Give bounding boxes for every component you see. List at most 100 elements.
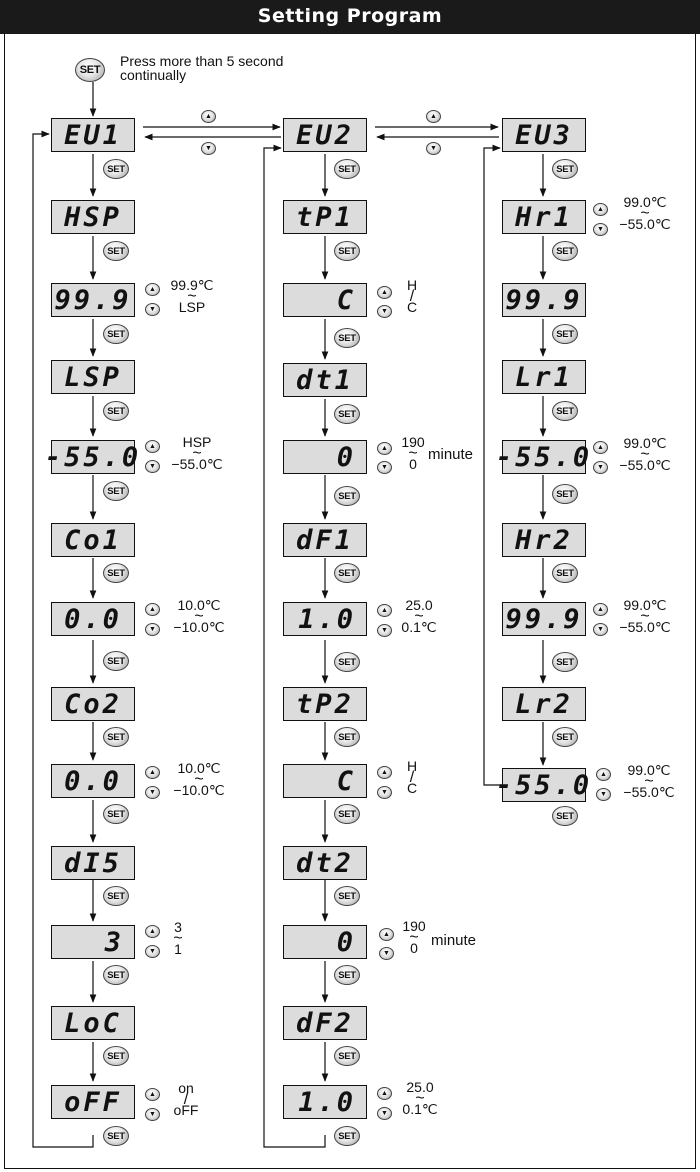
down-arrow-icon: ▼ [145,945,160,958]
down-arrow-icon: ▼ [377,305,392,318]
set-button: SET [334,404,360,424]
start-note-line2: continually [120,67,187,83]
down-arrow-icon: ▼ [377,624,392,637]
set-button: SET [103,727,129,747]
set-button: SET [103,1046,129,1066]
set-button: SET [552,241,578,261]
lcd-ev2: EU2 [283,118,367,152]
range-bottom: −55.0℃ [623,784,675,800]
lcd-dt2: dt2 [283,846,367,880]
lcd-lsp-value: -55.0 [44,440,142,474]
set-button: SET [334,563,360,583]
up-arrow-icon: ▲ [145,283,160,296]
lcd-dt1: dt1 [283,363,367,397]
lcd-ev1: EU1 [51,118,135,152]
range-bottom: 0 [409,456,417,472]
range-separator: ~ [409,929,419,946]
up-arrow-icon: ▲ [596,768,611,781]
lcd-co2-value: 0.0 [51,764,135,798]
range-top: 99.0℃ [623,597,667,613]
lcd-tp1-value: C [283,283,367,317]
lcd-lsp: LSP [51,360,135,394]
down-arrow-icon: ▼ [145,1108,160,1121]
lcd-loc: LoC [51,1006,135,1040]
range-top: 10.0℃ [177,760,221,776]
set-button: SET [552,563,578,583]
lcd-dis: dI5 [51,846,135,880]
range-separator: ~ [415,1090,425,1107]
set-button: SET [552,727,578,747]
range-separator: ~ [194,771,204,788]
range-top: 25.0 [405,597,433,613]
lcd-tp2: tP2 [283,687,367,721]
range-bottom: 0 [410,940,418,956]
down-arrow-icon: ▼ [596,788,611,801]
set-button: SET [334,965,360,985]
range-separator: / [183,1091,189,1108]
lcd-lr2-value: -55.0 [495,768,593,802]
lcd-tp1: tP1 [283,200,367,234]
set-button: SET [103,965,129,985]
down-arrow-icon: ▼ [145,460,160,473]
up-arrow-icon: ▲ [593,203,608,216]
down-arrow-icon: ▼ [145,303,160,316]
set-button: SET [552,401,578,421]
range-bottom: 0.1℃ [402,1101,438,1117]
lcd-co1-value: 0.0 [51,602,135,636]
range-separator: ~ [414,608,424,625]
set-button: SET [552,324,578,344]
set-button: SET [103,651,129,671]
unit-label: minute [431,932,477,949]
set-button-start: SET [75,58,105,82]
lcd-df1-value: 1.0 [283,602,367,636]
lcd-df1: dF1 [283,523,367,557]
lcd-tp2-value: C [283,764,367,798]
down-arrow-icon: ▼ [426,142,441,155]
lcd-df2-value: 1.0 [283,1085,367,1119]
range-separator: ~ [408,445,418,462]
up-arrow-icon: ▲ [145,766,160,779]
down-arrow-icon: ▼ [379,947,394,960]
set-button: SET [552,652,578,672]
down-arrow-icon: ▼ [593,461,608,474]
range-lr1: 99.0℃ ~ −55.0℃ [610,436,680,472]
range-bottom: −55.0℃ [619,619,671,635]
up-arrow-icon: ▲ [379,928,394,941]
up-arrow-icon: ▲ [426,110,441,123]
range-separator: ~ [187,288,197,305]
set-button: SET [334,241,360,261]
range-top: 190 [401,434,425,450]
lcd-co2: Co2 [51,687,135,721]
range-dt1: 190 ~ 0 [397,434,429,472]
range-top: H [406,758,418,774]
range-top: 99.0℃ [627,762,671,778]
lcd-loc-value: oFF [51,1085,135,1119]
range-separator: / [409,288,415,305]
set-button: SET [552,484,578,504]
range-lsp: HSP ~ −55.0℃ [164,434,230,471]
lcd-hr2: Hr2 [502,523,586,557]
range-top: HSP [182,434,212,450]
down-arrow-icon: ▼ [593,223,608,236]
lcd-lr1: Lr1 [502,360,586,394]
lcd-hr2-value: 99.9 [502,602,586,636]
range-top: 99.9℃ [170,277,214,293]
lcd-dt1-value: 0 [283,440,367,474]
lcd-co1: Co1 [51,523,135,557]
set-button: SET [334,328,360,348]
unit-label: minute [428,446,474,463]
range-tp1: H / C [402,278,422,314]
up-arrow-icon: ▲ [593,603,608,616]
range-separator: ~ [192,445,202,462]
down-arrow-icon: ▼ [145,623,160,636]
down-arrow-icon: ▼ [593,623,608,636]
set-button: SET [103,241,129,261]
up-arrow-icon: ▲ [377,442,392,455]
range-tp2: H / C [402,758,422,795]
range-bottom: oFF [173,1102,199,1118]
range-bottom: 1 [174,941,182,957]
set-button: SET [552,806,578,826]
range-top: 99.0℃ [623,194,667,210]
set-button: SET [103,481,129,501]
